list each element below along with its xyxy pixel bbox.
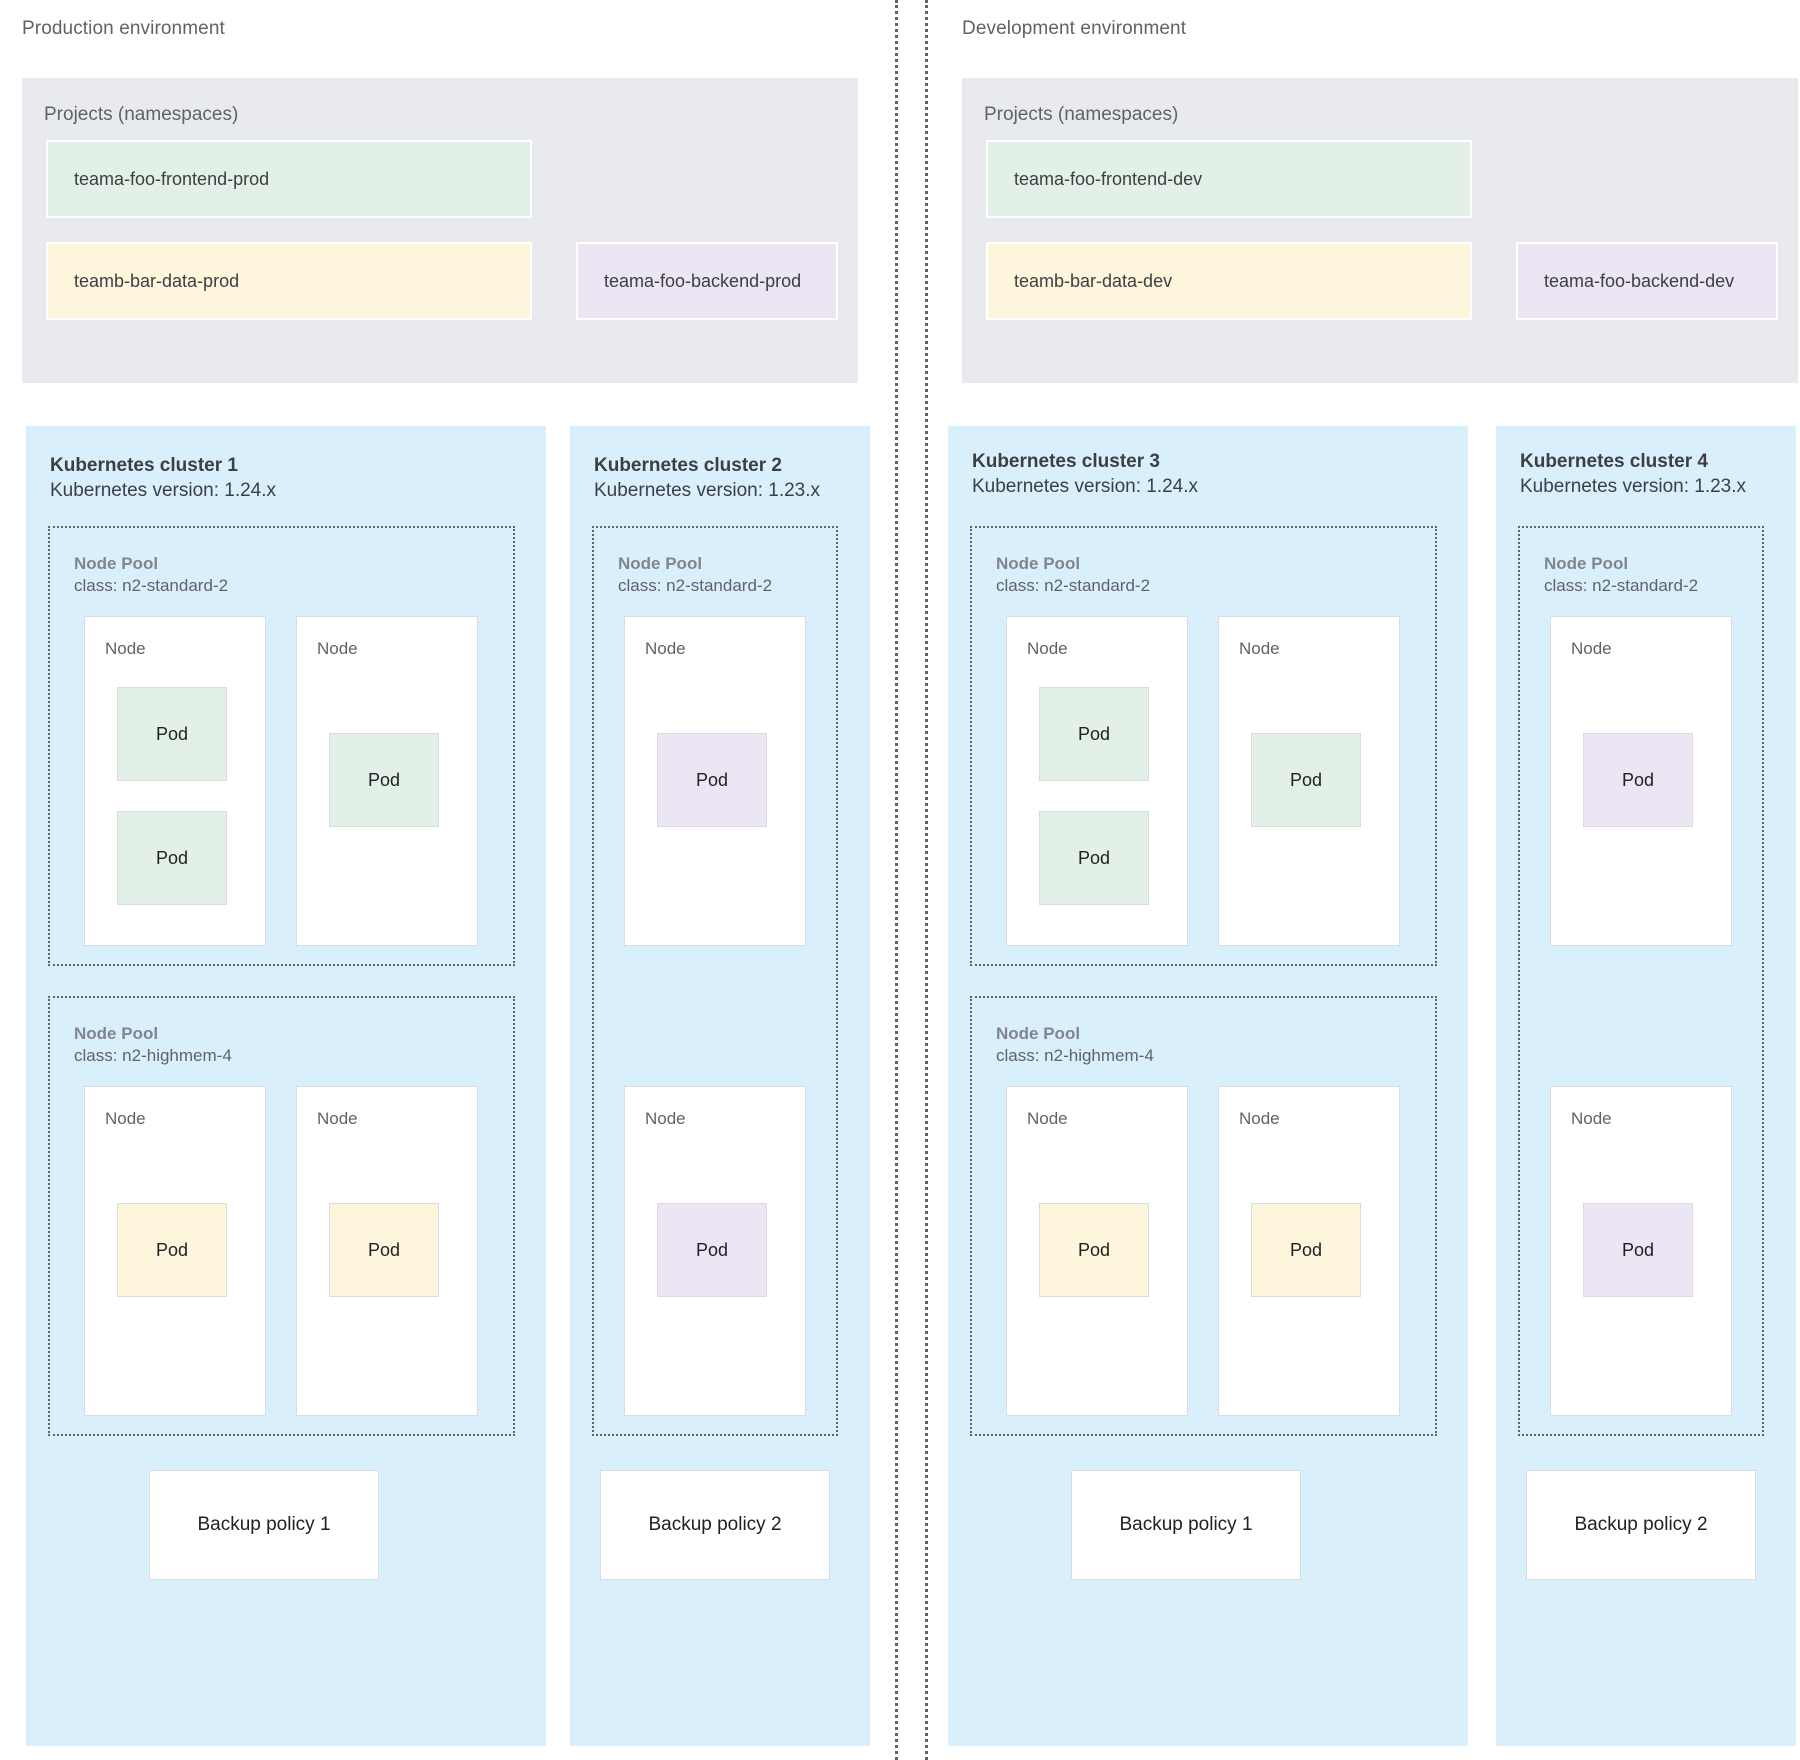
cluster-title: Kubernetes cluster 1 — [50, 455, 238, 476]
node-label: Node — [1027, 1109, 1068, 1128]
pod-box[interactable]: Pod — [1583, 1203, 1693, 1297]
node-pool-label: Node Pool — [74, 554, 159, 573]
environment-production: Production environment Projects (namespa… — [0, 0, 880, 1760]
cluster-version: Kubernetes version: 1.23.x — [594, 480, 821, 501]
namespace-box[interactable]: teamb-bar-data-prod — [46, 242, 532, 320]
pod-box[interactable]: Pod — [117, 811, 227, 905]
pod-box[interactable]: Pod — [329, 1203, 439, 1297]
namespace-box[interactable]: teama-foo-frontend-dev — [986, 140, 1472, 218]
projects-panel-label: Projects (namespaces) — [44, 104, 239, 125]
node-pool[interactable]: Node Pool class: n2-highmem-4 Node Pod N… — [970, 996, 1437, 1436]
node-pool-class: class: n2-standard-2 — [996, 576, 1151, 595]
node-label: Node — [1239, 639, 1280, 658]
node-label: Node — [105, 639, 146, 658]
cluster-version: Kubernetes version: 1.24.x — [972, 476, 1199, 497]
namespace-box[interactable]: teama-foo-backend-dev — [1516, 242, 1778, 320]
pod-box[interactable]: Pod — [1583, 733, 1693, 827]
environment-title: Production environment — [22, 18, 225, 39]
pod-box[interactable]: Pod — [1039, 811, 1149, 905]
node-box[interactable]: Node Pod — [1218, 616, 1400, 946]
pod-box[interactable]: Pod — [117, 687, 227, 781]
pod-box[interactable]: Pod — [1039, 1203, 1149, 1297]
node-label: Node — [645, 1109, 686, 1128]
cluster-version: Kubernetes version: 1.24.x — [50, 480, 277, 501]
pod-box[interactable]: Pod — [657, 733, 767, 827]
node-label: Node — [317, 1109, 358, 1128]
node-pool-label: Node Pool — [996, 1024, 1081, 1043]
node-pool-class: class: n2-highmem-4 — [74, 1046, 232, 1065]
node-pool-label: Node Pool — [618, 554, 703, 573]
pod-box[interactable]: Pod — [1039, 687, 1149, 781]
pod-box[interactable]: Pod — [329, 733, 439, 827]
node-pool-label: Node Pool — [1544, 554, 1629, 573]
cluster-card[interactable]: Kubernetes cluster 1 Kubernetes version:… — [26, 426, 546, 1746]
node-box[interactable]: Node Pod — [1550, 616, 1732, 946]
projects-panel-label: Projects (namespaces) — [984, 104, 1179, 125]
environment-divider-line-left — [895, 0, 898, 1760]
node-box[interactable]: Node Pod — [1006, 1086, 1188, 1416]
environment-development: Development environment Projects (namesp… — [940, 0, 1800, 1760]
node-box[interactable]: Node Pod — [296, 616, 478, 946]
node-pool-label: Node Pool — [996, 554, 1081, 573]
cluster-version: Kubernetes version: 1.23.x — [1520, 476, 1747, 497]
namespace-box[interactable]: teama-foo-backend-prod — [576, 242, 838, 320]
node-box[interactable]: Node Pod — [1218, 1086, 1400, 1416]
node-label: Node — [1571, 1109, 1612, 1128]
projects-panel: Projects (namespaces) teama-foo-frontend… — [962, 78, 1798, 383]
cluster-title: Kubernetes cluster 2 — [594, 455, 782, 476]
node-box[interactable]: Node Pod Pod — [84, 616, 266, 946]
node-pool-class: class: n2-highmem-4 — [996, 1046, 1154, 1065]
pod-box[interactable]: Pod — [1251, 1203, 1361, 1297]
node-box[interactable]: Node Pod — [84, 1086, 266, 1416]
node-box[interactable]: Node Pod — [296, 1086, 478, 1416]
namespace-box[interactable]: teama-foo-frontend-prod — [46, 140, 532, 218]
node-box[interactable]: Node Pod — [1550, 1086, 1732, 1416]
backup-policy-box[interactable]: Backup policy 1 — [149, 1470, 379, 1580]
node-box[interactable]: Node Pod — [624, 1086, 806, 1416]
backup-policy-box[interactable]: Backup policy 2 — [1526, 1470, 1756, 1580]
projects-panel: Projects (namespaces) teama-foo-frontend… — [22, 78, 858, 383]
node-pool-class: class: n2-standard-2 — [1544, 576, 1699, 595]
node-box[interactable]: Node Pod — [624, 616, 806, 946]
node-label: Node — [1027, 639, 1068, 658]
node-label: Node — [645, 639, 686, 658]
node-pool[interactable]: Node Pool class: n2-standard-2 Node Pod … — [592, 526, 838, 1436]
namespace-box[interactable]: teamb-bar-data-dev — [986, 242, 1472, 320]
node-pool[interactable]: Node Pool class: n2-standard-2 Node Pod … — [1518, 526, 1764, 1436]
node-pool[interactable]: Node Pool class: n2-standard-2 Node Pod … — [48, 526, 515, 966]
node-label: Node — [317, 639, 358, 658]
cluster-card[interactable]: Kubernetes cluster 4 Kubernetes version:… — [1496, 426, 1796, 1746]
node-box[interactable]: Node Pod Pod — [1006, 616, 1188, 946]
backup-policy-box[interactable]: Backup policy 1 — [1071, 1470, 1301, 1580]
node-pool-class: class: n2-standard-2 — [74, 576, 229, 595]
cluster-title: Kubernetes cluster 4 — [1520, 451, 1708, 472]
node-label: Node — [105, 1109, 146, 1128]
node-pool[interactable]: Node Pool class: n2-standard-2 Node Pod … — [970, 526, 1437, 966]
environment-title: Development environment — [962, 18, 1187, 39]
environment-divider-line-right — [925, 0, 928, 1760]
cluster-title: Kubernetes cluster 3 — [972, 451, 1160, 472]
pod-box[interactable]: Pod — [117, 1203, 227, 1297]
cluster-card[interactable]: Kubernetes cluster 3 Kubernetes version:… — [948, 426, 1468, 1746]
pod-box[interactable]: Pod — [1251, 733, 1361, 827]
cluster-card[interactable]: Kubernetes cluster 2 Kubernetes version:… — [570, 426, 870, 1746]
node-pool-label: Node Pool — [74, 1024, 159, 1043]
node-pool[interactable]: Node Pool class: n2-highmem-4 Node Pod N… — [48, 996, 515, 1436]
node-label: Node — [1239, 1109, 1280, 1128]
backup-policy-box[interactable]: Backup policy 2 — [600, 1470, 830, 1580]
node-pool-class: class: n2-standard-2 — [618, 576, 773, 595]
node-label: Node — [1571, 639, 1612, 658]
pod-box[interactable]: Pod — [657, 1203, 767, 1297]
